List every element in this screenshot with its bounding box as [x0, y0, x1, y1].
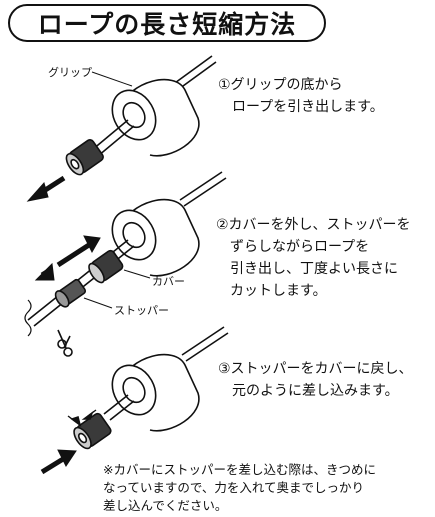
stopper-label: ストッパー [114, 304, 169, 317]
cover [88, 249, 124, 284]
step1-illustration [26, 55, 217, 202]
step2-illustration [24, 171, 227, 357]
step-1-text: ①グリップの底から ロープを引き出します。 [218, 77, 384, 115]
page-title: ロープの長さ短縮方法 [37, 10, 297, 39]
stopper [54, 278, 87, 308]
scissors-icon [57, 329, 73, 357]
title-box: ロープの長さ短縮方法 [8, 4, 326, 42]
step-3-text: ③ストッパーをカバーに戻し、 元のように差し込みます。 [218, 361, 413, 399]
step-2-text: ②カバーを外し、ストッパーを ずらしながらロープを 引き出し、丁度よい長さに カ… [216, 217, 411, 299]
cover-label: カバー [152, 275, 185, 288]
note-text: ※カバーにストッパーを差し込む際は、きつめに なっていますので、力を入れて奥まで… [103, 462, 376, 513]
cover [73, 412, 112, 450]
cover [65, 139, 104, 176]
grip-label: グリップ [48, 66, 92, 79]
step3-illustration [40, 326, 229, 475]
